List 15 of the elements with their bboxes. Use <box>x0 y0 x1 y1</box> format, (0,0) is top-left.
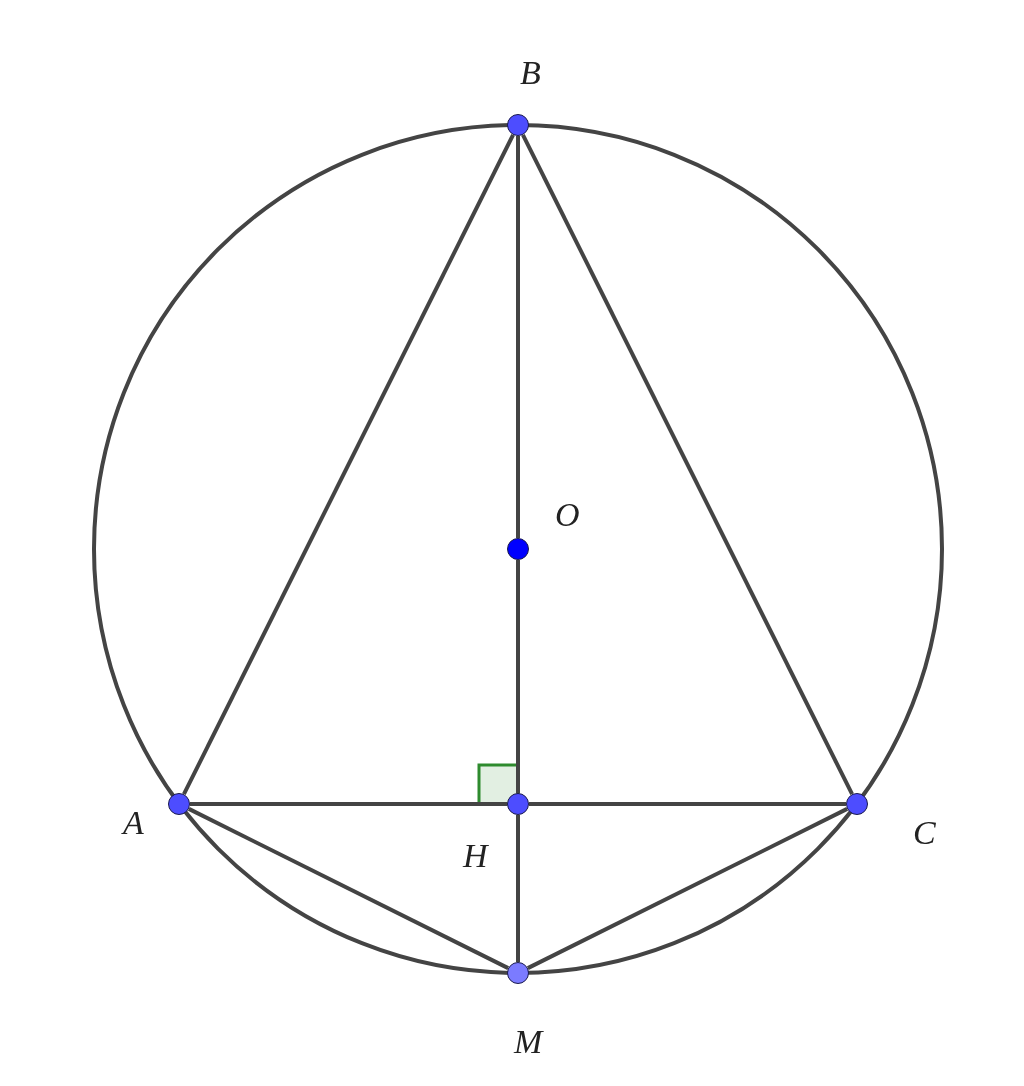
line-segment <box>190 802 507 806</box>
point-label: C <box>913 815 936 851</box>
point-label: O <box>555 497 580 533</box>
line-segment <box>521 133 854 796</box>
point-label: H <box>463 838 488 874</box>
line-segment <box>516 136 520 538</box>
line-segment <box>526 807 849 970</box>
line-segment <box>187 807 510 970</box>
line-segment <box>516 815 520 962</box>
point-label: A <box>123 805 144 841</box>
line-segment <box>182 133 515 796</box>
line-segment <box>516 560 520 793</box>
line-segment <box>529 802 846 806</box>
point-label: B <box>520 55 541 91</box>
point-label: M <box>514 1024 543 1060</box>
